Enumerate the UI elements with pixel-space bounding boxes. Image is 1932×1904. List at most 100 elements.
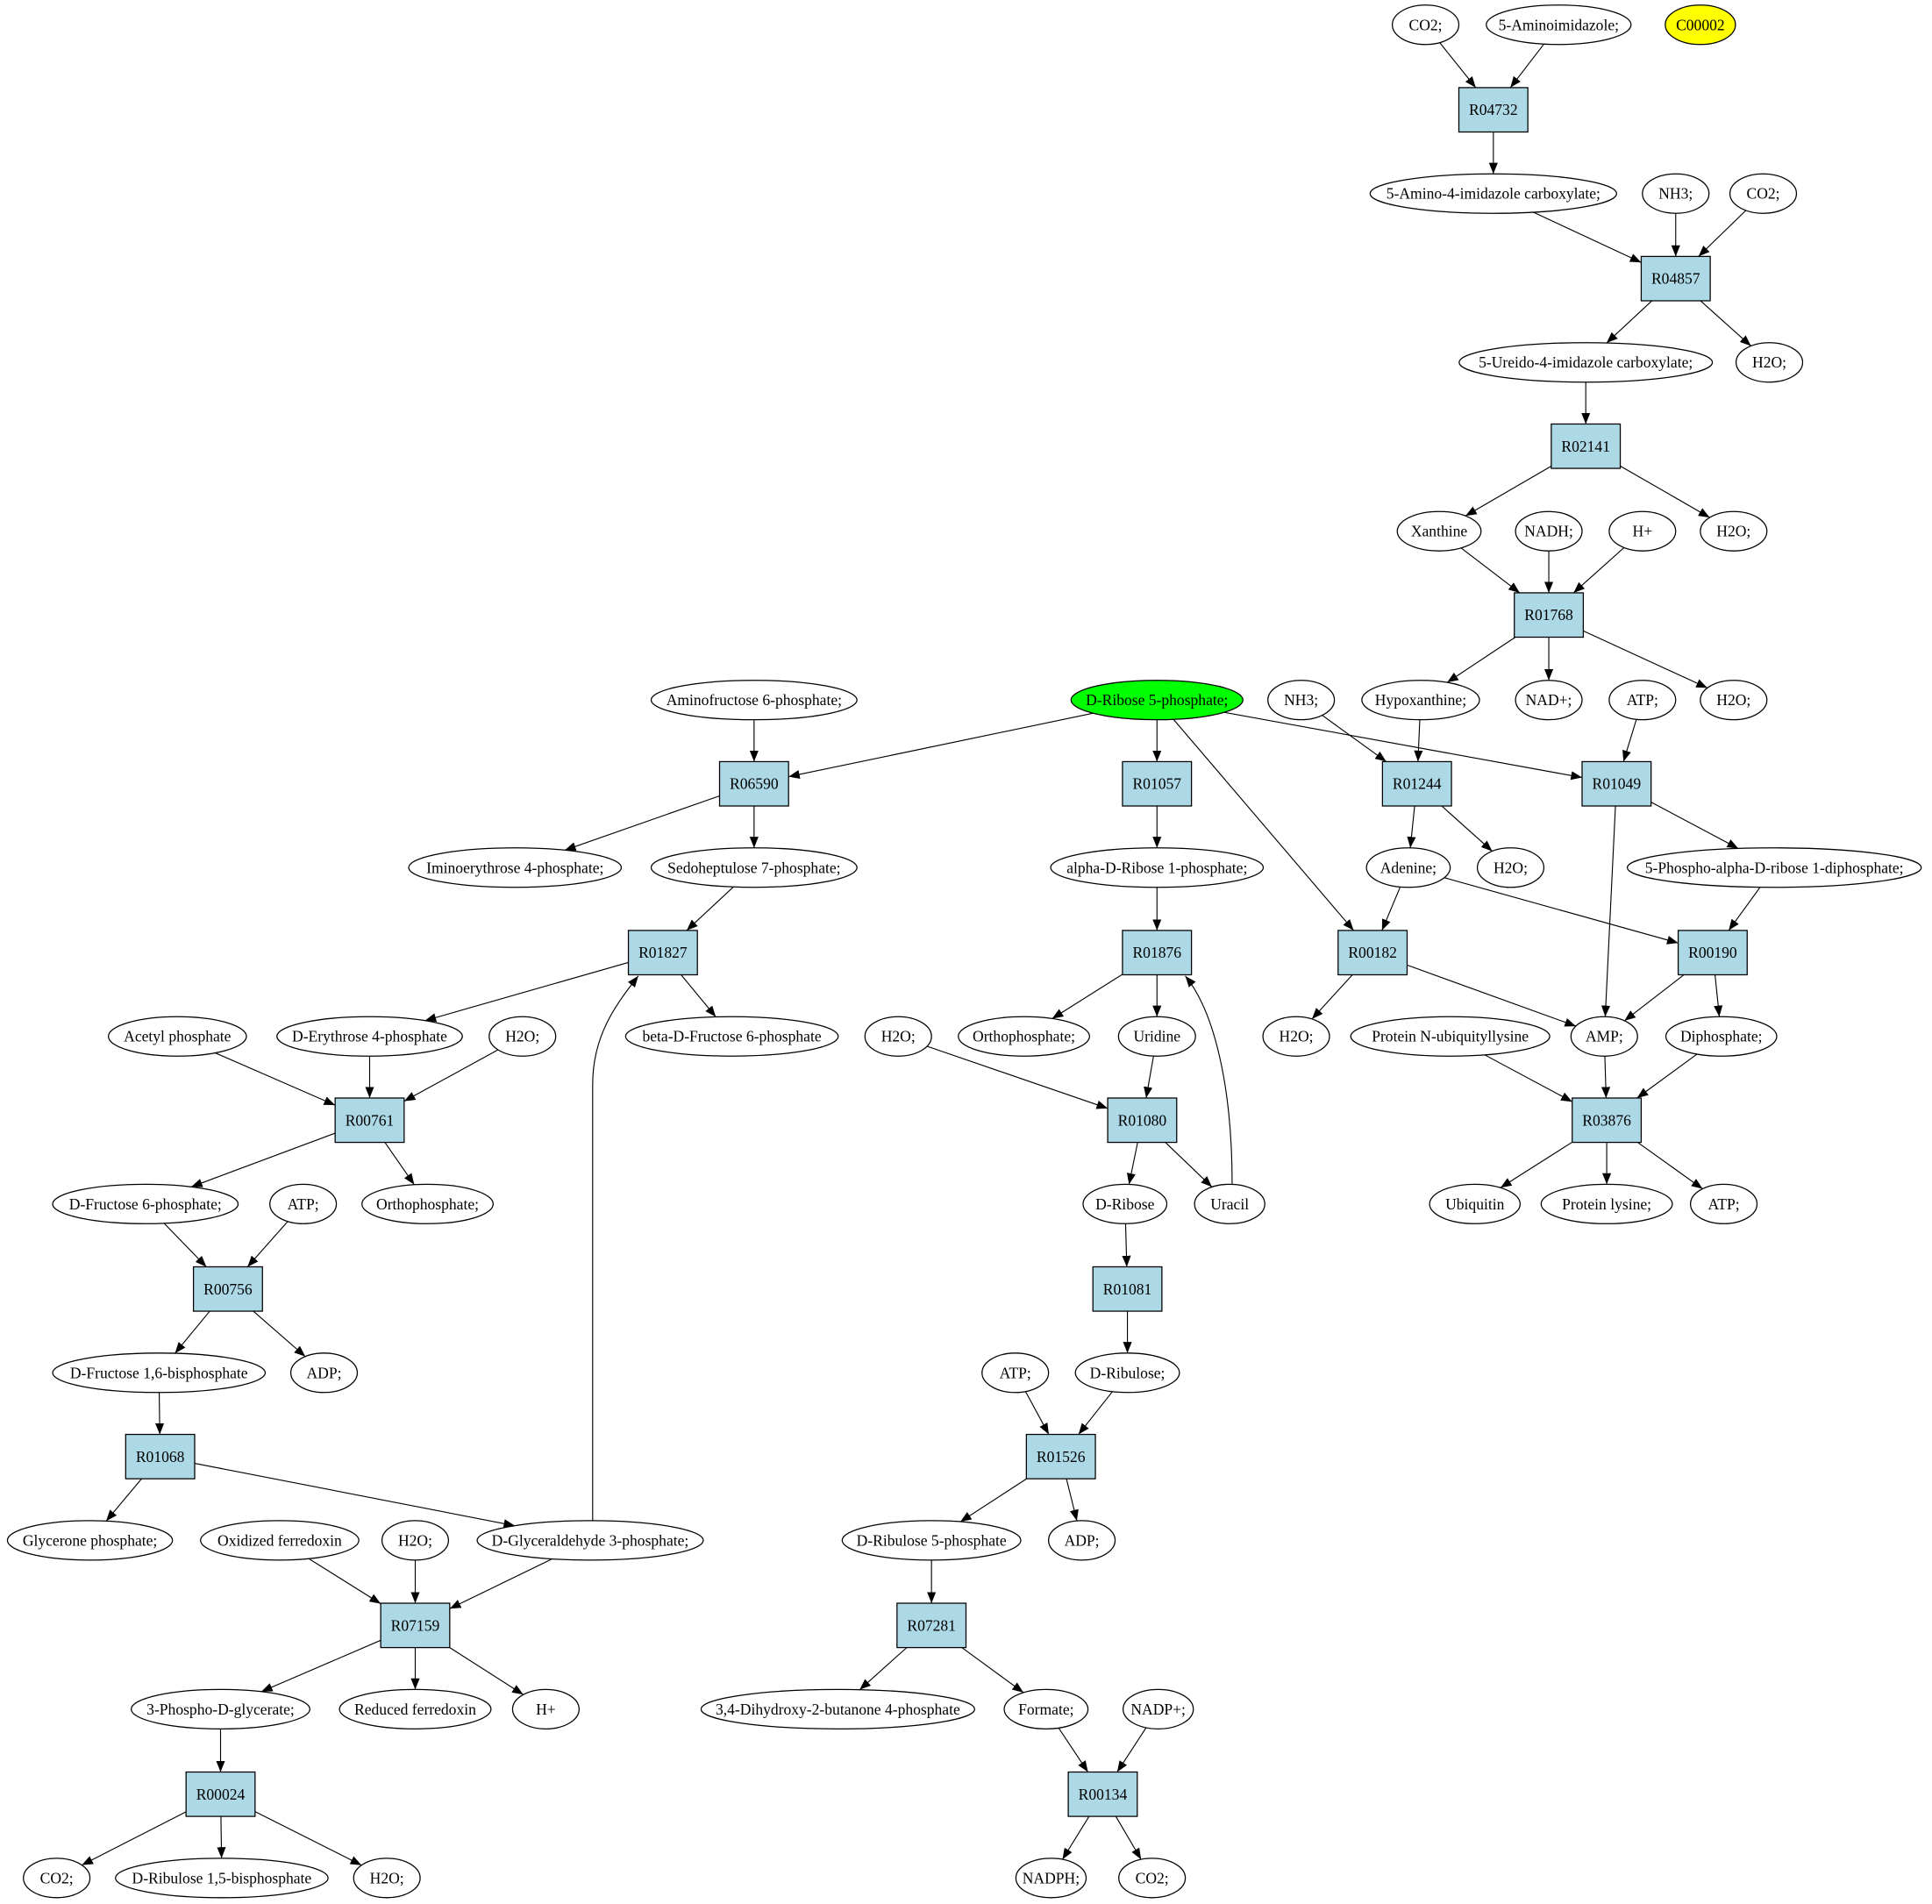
compound-node[interactable]: Reduced ferredoxin <box>339 1688 492 1729</box>
compound-node[interactable]: H2O; <box>1262 1016 1330 1057</box>
compound-node[interactable]: H2O; <box>1700 510 1768 552</box>
edge-n34-to-R03876 <box>1484 1054 1573 1102</box>
compound-node[interactable]: ATP; <box>1689 1183 1758 1224</box>
compound-node[interactable]: NH3; <box>1267 680 1336 721</box>
compound-node[interactable]: alpha-D-Ribose 1-phosphate; <box>1050 847 1265 888</box>
reaction-node-R00134[interactable]: R00134 <box>1067 1771 1138 1817</box>
reaction-node-R02141[interactable]: R02141 <box>1551 423 1622 469</box>
compound-node[interactable]: CO2; <box>1118 1858 1187 1899</box>
compound-node[interactable]: Oxidized ferredoxin <box>200 1520 360 1561</box>
reaction-node-R01049[interactable]: R01049 <box>1581 760 1652 807</box>
compound-node[interactable]: C00002 <box>1665 4 1736 46</box>
reaction-node-R00761[interactable]: R00761 <box>334 1097 405 1144</box>
compound-node[interactable]: D-Fructose 6-phosphate; <box>52 1183 239 1224</box>
reaction-box <box>1122 760 1193 807</box>
reaction-node-R01081[interactable]: R01081 <box>1092 1266 1163 1312</box>
compound-node[interactable]: H2O; <box>1735 342 1804 383</box>
reaction-node-R00182[interactable]: R00182 <box>1337 930 1408 976</box>
compound-node[interactable]: Orthophosphate; <box>958 1016 1090 1057</box>
compound-node[interactable]: D-Erythrose 4-phosphate <box>276 1016 463 1057</box>
compound-node[interactable]: CO2; <box>23 1858 91 1899</box>
compound-node[interactable]: NADP+; <box>1123 1688 1194 1729</box>
edge-R01526-to-n53 <box>959 1478 1027 1522</box>
reaction-node-R04732[interactable]: R04732 <box>1458 87 1529 133</box>
compound-node[interactable]: Protein lysine; <box>1540 1183 1673 1224</box>
compound-node[interactable]: D-Glyceraldehyde 3-phosphate; <box>476 1520 704 1561</box>
compound-node[interactable]: H2O; <box>864 1016 932 1057</box>
compound-node[interactable]: Aminofructose 6-phosphate; <box>650 680 858 721</box>
reaction-node-R01827[interactable]: R01827 <box>627 930 698 976</box>
reaction-node-R00024[interactable]: R00024 <box>185 1771 256 1817</box>
compound-node[interactable]: Glycerone phosphate; <box>6 1520 174 1561</box>
compound-node[interactable]: H+ <box>1608 510 1677 552</box>
compound-node[interactable]: ADP; <box>1048 1520 1116 1561</box>
compound-node[interactable]: D-Ribose <box>1082 1183 1168 1224</box>
compound-node[interactable]: 5-Ureido-4-imidazole carboxylate; <box>1458 342 1714 383</box>
reaction-node-R07159[interactable]: R07159 <box>380 1602 451 1649</box>
compound-node[interactable]: D-Ribose 5-phosphate; <box>1070 680 1244 721</box>
compound-node[interactable]: H+ <box>511 1688 580 1729</box>
compound-node[interactable]: 3,4-Dihydroxy-2-butanone 4-phosphate <box>700 1688 975 1729</box>
compound-node[interactable]: CO2; <box>1391 4 1460 46</box>
compound-node[interactable]: Formate; <box>1003 1688 1089 1729</box>
compound-node[interactable]: Protein N-ubiquityllysine <box>1350 1016 1551 1057</box>
compound-node[interactable]: Ubiquitin <box>1429 1183 1522 1224</box>
reaction-node-R01876[interactable]: R01876 <box>1122 930 1193 976</box>
reaction-node-R04857[interactable]: R04857 <box>1640 255 1711 302</box>
edge-n60-to-R00134 <box>1116 1727 1147 1772</box>
compound-node[interactable]: ADP; <box>289 1352 359 1394</box>
compound-node[interactable]: Uridine <box>1117 1016 1196 1057</box>
compound-node[interactable]: H2O; <box>488 1016 557 1057</box>
compound-node[interactable]: Hypoxanthine; <box>1361 680 1480 721</box>
reaction-node-R06590[interactable]: R06590 <box>718 760 789 807</box>
node-label: H+ <box>536 1701 556 1718</box>
compound-node[interactable]: 5-Phospho-alpha-D-ribose 1-diphosphate; <box>1626 847 1922 888</box>
compound-node[interactable]: Uracil <box>1194 1183 1265 1224</box>
compound-node[interactable]: ATP; <box>981 1352 1050 1394</box>
edge-R01827-to-n29 <box>681 974 716 1017</box>
compound-node[interactable]: Diphosphate; <box>1665 1016 1778 1057</box>
compound-node[interactable]: Sedoheptulose 7-phosphate; <box>650 847 858 888</box>
compound-node[interactable]: D-Ribulose 1,5-bisphosphate <box>115 1858 329 1899</box>
compound-node[interactable]: H2O; <box>381 1520 450 1561</box>
reaction-node-R03876[interactable]: R03876 <box>1572 1097 1643 1144</box>
compound-node[interactable]: CO2; <box>1729 173 1798 214</box>
reaction-node-R07281[interactable]: R07281 <box>896 1602 967 1649</box>
reaction-node-R00190[interactable]: R00190 <box>1677 930 1748 976</box>
compound-node[interactable]: AMP; <box>1570 1016 1638 1057</box>
compound-node[interactable]: H2O; <box>1476 847 1545 888</box>
reaction-node-R01768[interactable]: R01768 <box>1514 592 1585 638</box>
compound-node[interactable]: NAD+; <box>1515 680 1583 721</box>
compound-node[interactable]: Iminoerythrose 4-phosphate; <box>408 847 623 888</box>
compound-node[interactable]: Orthophosphate; <box>361 1183 494 1224</box>
reaction-node-R01057[interactable]: R01057 <box>1122 760 1193 807</box>
compound-node[interactable]: NH3; <box>1642 173 1710 214</box>
compound-node[interactable]: NADPH; <box>1015 1858 1087 1899</box>
reaction-node-R00756[interactable]: R00756 <box>192 1266 263 1312</box>
reaction-node-R01080[interactable]: R01080 <box>1107 1097 1178 1144</box>
compound-node[interactable]: 5-Aminoimidazole; <box>1486 4 1632 46</box>
compound-node[interactable]: beta-D-Fructose 6-phosphate <box>624 1016 839 1057</box>
compound-node[interactable]: D-Ribulose 5-phosphate <box>841 1520 1022 1561</box>
compound-node[interactable]: Xanthine <box>1396 510 1482 552</box>
compound-node[interactable]: ATP; <box>269 1183 338 1224</box>
compound-node[interactable]: Acetyl phosphate <box>108 1016 247 1057</box>
compound-ellipse <box>381 1520 450 1561</box>
reaction-node-R01526[interactable]: R01526 <box>1025 1433 1096 1480</box>
reaction-node-R01068[interactable]: R01068 <box>125 1433 196 1480</box>
reaction-node-R01244[interactable]: R01244 <box>1381 760 1452 807</box>
compound-node[interactable]: H2O; <box>353 1858 421 1899</box>
compound-node[interactable]: 5-Amino-4-imidazole carboxylate; <box>1369 173 1617 214</box>
node-label: NADPH; <box>1023 1869 1080 1886</box>
compound-node[interactable]: D-Fructose 1,6-bisphosphate <box>52 1352 267 1394</box>
compound-ellipse <box>1515 680 1583 721</box>
compound-node[interactable]: ATP; <box>1608 680 1677 721</box>
compound-node[interactable]: NADH; <box>1515 510 1583 552</box>
compound-node[interactable]: H2O; <box>1700 680 1768 721</box>
compound-node[interactable]: Adenine; <box>1365 847 1451 888</box>
edge-R00182-to-n33 <box>1311 974 1353 1020</box>
reaction-box <box>1514 592 1585 638</box>
compound-node[interactable]: D-Ribulose; <box>1074 1352 1180 1394</box>
compound-node[interactable]: 3-Phospho-D-glycerate; <box>130 1688 310 1729</box>
